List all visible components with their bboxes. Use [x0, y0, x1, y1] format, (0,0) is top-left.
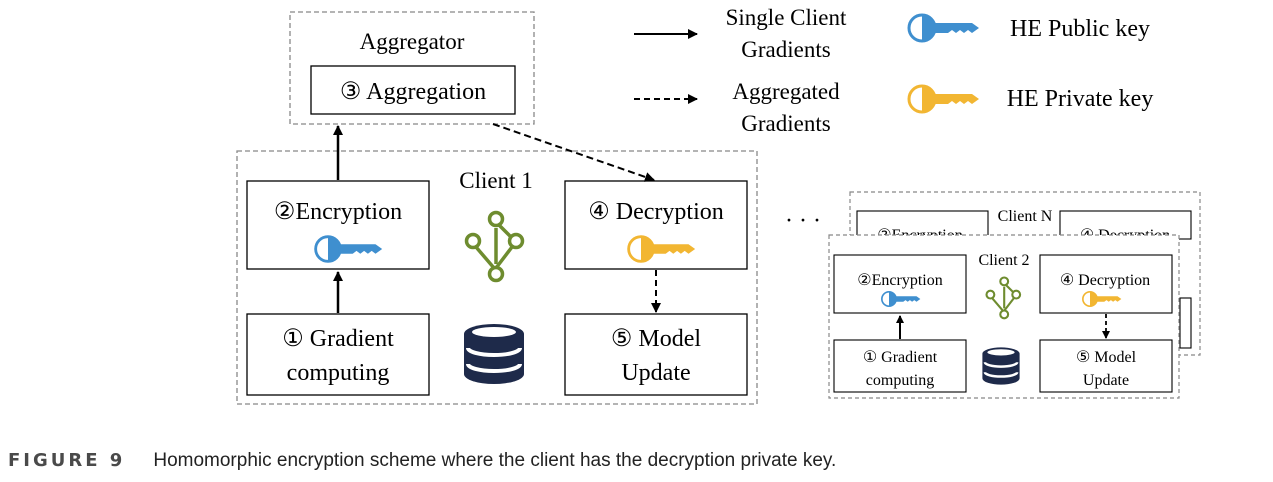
client2-gradient-line2: computing: [866, 372, 934, 389]
client1-update-line1: ⑤ Model: [611, 326, 702, 352]
aggregation-box: [310, 65, 516, 115]
client1-gradient-box: [246, 313, 430, 396]
figure-caption: FIGURE 9 Homomorphic encryption scheme wh…: [8, 450, 1268, 478]
legend-public-key: HE Public key: [1010, 16, 1150, 42]
more-clients-ellipsis: · · ·: [785, 208, 821, 234]
client1-database-icon: [462, 322, 526, 386]
legend-single-line1: Single Client: [726, 5, 847, 30]
client1-gradient-line1: ① Gradient: [282, 326, 394, 352]
clientN-title: Client N: [998, 208, 1053, 225]
figure-label: FIGURE 9: [8, 450, 126, 471]
client1-title: Client 1: [459, 168, 532, 193]
aggregation-label: ③ Aggregation: [340, 79, 486, 105]
arrow-aggregator-to-decryption: [492, 123, 655, 182]
client1-gradient-line2: computing: [287, 360, 390, 386]
aggregator-title: Aggregator: [360, 29, 465, 54]
client2-update-line2: Update: [1083, 372, 1129, 389]
legend-single-line2: Gradients: [741, 37, 830, 62]
clientN-update-box-edge: [1179, 297, 1192, 349]
client2-encryption-label: ②Encryption: [857, 272, 942, 289]
client2-decryption-box: [1039, 254, 1173, 314]
client1-update-line2: Update: [621, 360, 690, 386]
clientN-decryption-box: [1059, 210, 1192, 240]
figure-caption-text: Homomorphic encryption scheme where the …: [153, 450, 837, 471]
client1-encryption-label: ②Encryption: [274, 199, 402, 225]
public-key-icon: [907, 13, 981, 43]
client2-decryption-label: ④ Decryption: [1060, 272, 1150, 289]
client1-decryption-box: [564, 180, 748, 270]
client2-update-line1: ⑤ Model: [1076, 349, 1137, 366]
client2-database-icon: [981, 346, 1021, 386]
clientN-encryption-box: [856, 210, 989, 240]
client1-decryption-label: ④ Decryption: [588, 199, 723, 225]
private-key-icon: [907, 84, 981, 114]
client2-gradient-line1: ① Gradient: [863, 349, 938, 366]
legend-agg-line2: Gradients: [741, 111, 830, 136]
client2-encryption-box: [833, 254, 967, 314]
client1-update-box: [564, 313, 748, 396]
client1-model-branch-icon: [464, 210, 525, 283]
client2-gradient-box: [833, 339, 967, 393]
client2-title: Client 2: [978, 252, 1029, 269]
client2-update-box: [1039, 339, 1173, 393]
legend-agg-line1: Aggregated: [732, 79, 840, 104]
legend-private-key: HE Private key: [1007, 86, 1154, 112]
client1-container: [236, 150, 758, 405]
